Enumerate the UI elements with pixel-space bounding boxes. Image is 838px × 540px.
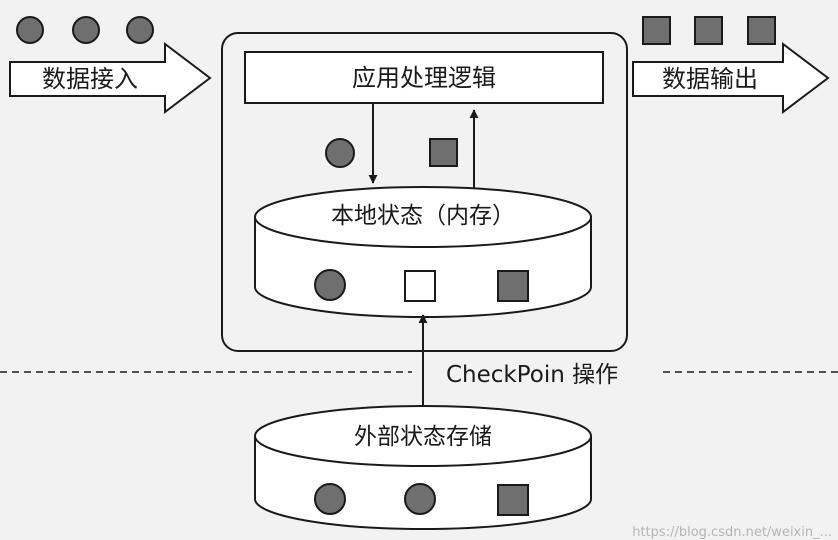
app-logic-box <box>244 51 604 104</box>
processing-token-circle <box>325 138 355 168</box>
input-arrow-label: 数据接入 <box>42 65 138 93</box>
output-arrow <box>632 41 830 115</box>
output-arrow-label: 数据输出 <box>662 65 758 93</box>
local-state-token-square <box>497 270 529 302</box>
output-tokens <box>642 16 776 45</box>
local-state-token-circle <box>314 269 346 301</box>
app-logic-label: 应用处理逻辑 <box>352 64 496 92</box>
external-state-label: 外部状态存储 <box>354 424 492 450</box>
checkpoint-label: CheckPoin 操作 <box>446 362 618 388</box>
local-state-label: 本地状态（内存） <box>331 203 515 229</box>
output-token-square <box>694 16 723 45</box>
output-token-square <box>747 16 776 45</box>
input-token-circle <box>16 16 44 44</box>
external-state-token-circle <box>314 483 346 515</box>
watermark-text: https://blog.csdn.net/weixin_... <box>632 525 832 540</box>
external-state-cylinder-top <box>254 405 592 467</box>
external-state-token-square <box>497 484 529 516</box>
external-state-token-circle <box>404 483 436 515</box>
input-tokens <box>16 16 154 44</box>
local-state-cylinder-top <box>254 186 592 248</box>
input-token-circle <box>126 16 154 44</box>
input-arrow <box>9 41 212 115</box>
output-token-square <box>642 16 671 45</box>
processing-token-square <box>429 138 458 167</box>
input-token-circle <box>72 16 100 44</box>
local-state-token-empty-square <box>404 270 436 302</box>
